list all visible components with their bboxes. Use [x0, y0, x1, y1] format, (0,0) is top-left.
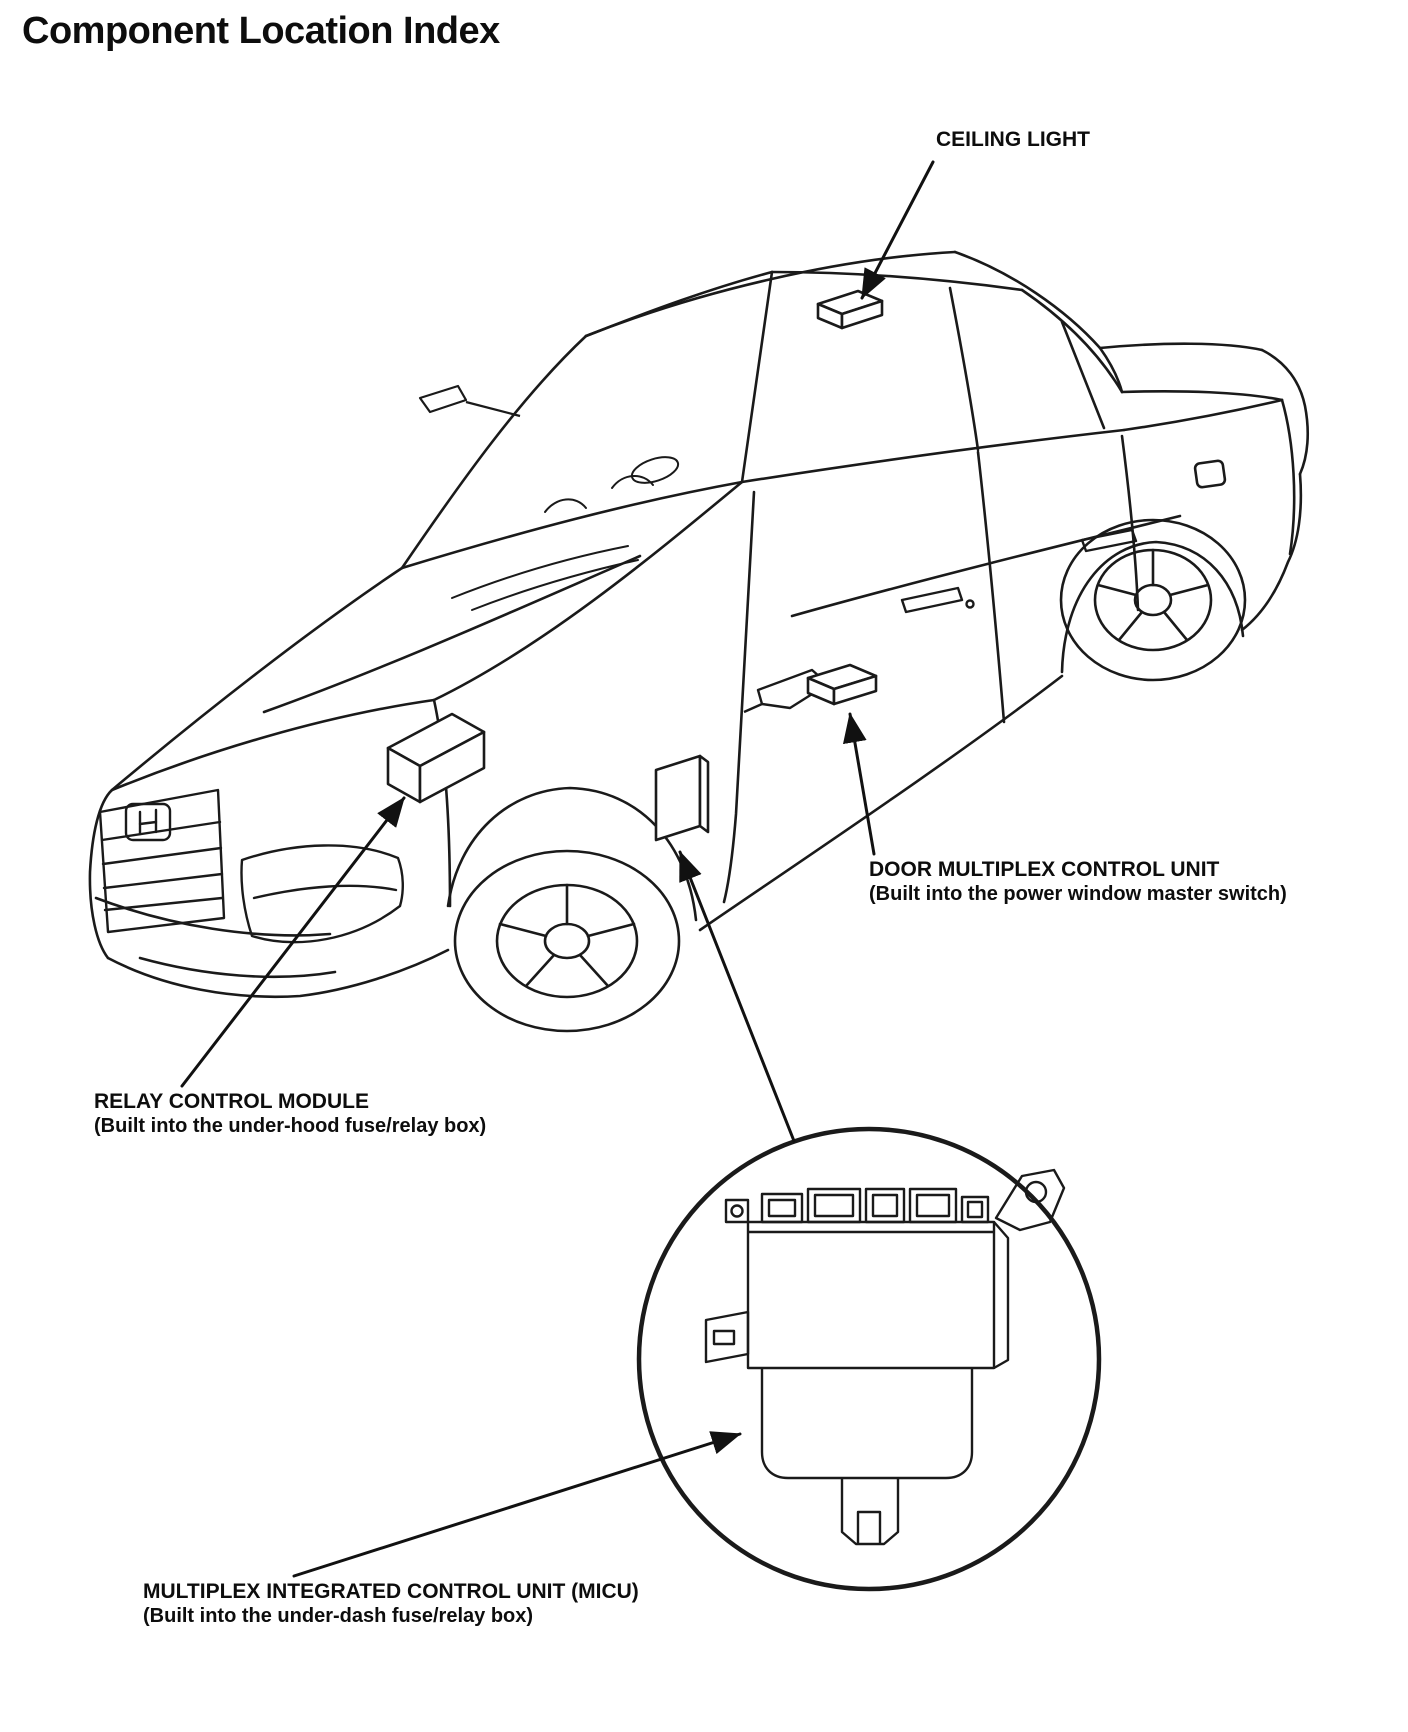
micu-inset-circle	[636, 1126, 1102, 1592]
under-dash-panel-component	[654, 754, 710, 842]
micu-label: MULTIPLEX INTEGRATED CONTROL UNIT (MICU)	[143, 1580, 639, 1603]
ceiling-light-component	[816, 289, 884, 330]
far-side-mirror	[418, 384, 521, 418]
door-multiplex-label: DOOR MULTIPLEX CONTROL UNIT	[869, 858, 1220, 881]
leader-inset-to-underdash	[678, 850, 796, 1143]
leader-micu-label	[292, 1431, 742, 1578]
rear-wheel	[1059, 518, 1247, 682]
leader-arrows	[180, 160, 935, 1578]
relay-control-module-component	[386, 712, 486, 804]
callout-relay-control: RELAY CONTROL MODULE (Built into the und…	[94, 1090, 486, 1138]
interior-details	[451, 456, 680, 611]
door-handles	[900, 528, 1138, 614]
callout-ceiling-light: CEILING LIGHT	[936, 128, 1090, 152]
leader-relay-control	[180, 796, 406, 1088]
brand-logo	[124, 802, 172, 842]
front-wheel	[453, 849, 681, 1033]
micu-note: (Built into the under-dash fuse/relay bo…	[143, 1605, 534, 1628]
leader-ceiling-light	[860, 160, 935, 300]
micu-unit-drawing	[704, 1168, 1066, 1546]
callout-micu: MULTIPLEX INTEGRATED CONTROL UNIT (MICU)…	[143, 1580, 639, 1628]
relay-control-label: RELAY CONTROL MODULE	[94, 1090, 369, 1113]
headlight	[240, 844, 404, 944]
relay-control-note: (Built into the under-hood fuse/relay bo…	[94, 1115, 487, 1138]
side-mirror	[743, 668, 830, 714]
door-multiplex-note: (Built into the power window master swit…	[869, 883, 1287, 906]
page-title: Component Location Index	[22, 10, 500, 52]
front-grille	[98, 788, 226, 934]
leader-door-multiplex	[842, 712, 876, 856]
ceiling-light-label: CEILING LIGHT	[936, 128, 1090, 151]
callout-door-multiplex: DOOR MULTIPLEX CONTROL UNIT (Built into …	[869, 858, 1287, 906]
door-multiplex-component	[806, 663, 878, 706]
